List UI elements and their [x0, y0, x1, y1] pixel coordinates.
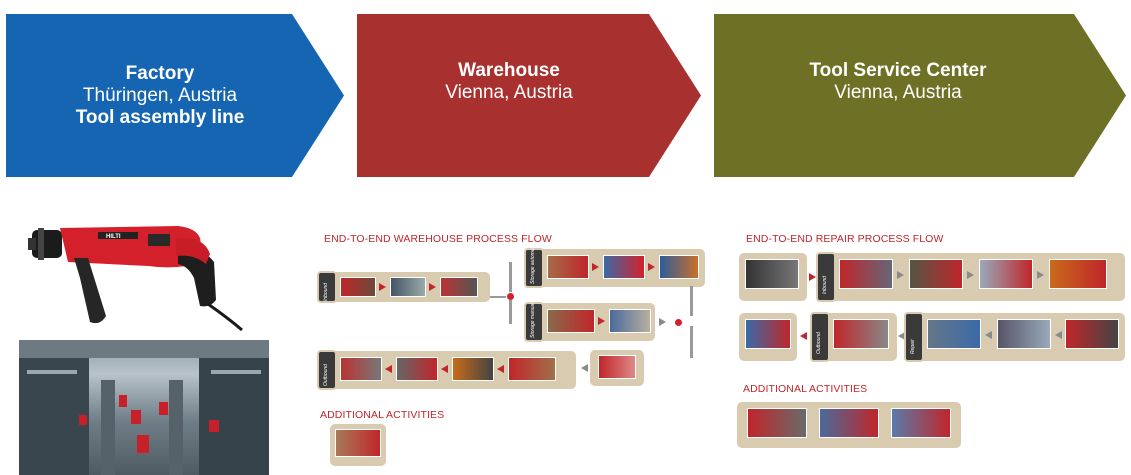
- lane-label: Outbound: [816, 332, 822, 354]
- repair-additional-title: ADDITIONAL ACTIVITIES: [743, 383, 868, 395]
- warehouse-additional-title: ADDITIONAL ACTIVITIES: [320, 409, 445, 421]
- step-thumb: [997, 319, 1051, 349]
- service-location: Vienna, Austria: [834, 82, 962, 103]
- step-thumb: [745, 319, 791, 349]
- step-thumb: [909, 259, 963, 289]
- service-title: Tool Service Center: [809, 60, 987, 81]
- warehouse-title: Warehouse: [458, 60, 560, 81]
- repair-inbound-panel: Inbound: [816, 252, 1125, 302]
- lane-label: Repair: [910, 339, 916, 354]
- step-thumb: [390, 277, 426, 297]
- step-thumb: [659, 255, 699, 279]
- step-thumb: [340, 357, 382, 381]
- step-thumb: [603, 255, 645, 279]
- step-thumb: [547, 309, 595, 333]
- repair-panel: Repair: [904, 312, 1125, 362]
- step-thumb: [819, 408, 879, 438]
- warehouse-location: Vienna, Austria: [445, 82, 573, 103]
- factory-title: Factory: [125, 62, 195, 84]
- warehouse-additional-panel: [330, 424, 386, 466]
- warehouse-manual-storage-panel: Storage manual: [524, 302, 655, 342]
- step-thumb: [745, 259, 799, 289]
- step-thumb: [396, 357, 438, 381]
- step-thumb: [598, 355, 636, 379]
- step-thumb: [340, 277, 376, 297]
- svg-text:HILTI: HILTI: [106, 234, 121, 240]
- step-thumb: [440, 277, 478, 297]
- lane-label: Inbound: [323, 282, 329, 301]
- lane-label: Inbound: [822, 275, 828, 294]
- warehouse-chevron: Warehouse Vienna, Austria: [357, 14, 701, 177]
- step-thumb: [833, 319, 889, 349]
- junction-dot: [674, 318, 683, 327]
- return-panel: [739, 313, 797, 361]
- step-thumb: [508, 357, 556, 381]
- order-creation-panel: [590, 350, 644, 386]
- step-thumb: [452, 357, 494, 381]
- step-thumb: [839, 259, 893, 289]
- warehouse-flow-title: END-TO-END WAREHOUSE PROCESS FLOW: [324, 233, 552, 245]
- service-chevron: Tool Service Center Vienna, Austria: [714, 14, 1126, 177]
- warehouse-auto-storage-panel: Storage automatic: [524, 243, 705, 288]
- step-thumb: [1049, 259, 1107, 289]
- factory-chevron: Factory Thüringen, Austria Tool assembly…: [6, 14, 344, 177]
- repair-outbound-panel: Outbound: [810, 312, 897, 362]
- factory-line: Tool assembly line: [75, 106, 245, 128]
- repair-flow-title: END-TO-END REPAIR PROCESS FLOW: [746, 233, 944, 245]
- step-thumb: [927, 319, 981, 349]
- step-thumb: [609, 309, 651, 333]
- warehouse-inbound-panel: Inbound: [317, 271, 490, 303]
- customer-contact-panel: [739, 253, 807, 301]
- factory-photo: [19, 340, 269, 475]
- drill-image: HILTI: [28, 226, 243, 332]
- lane-label: Storage automatic: [530, 243, 536, 284]
- factory-location: Thüringen, Austria: [82, 84, 238, 106]
- step-thumb: [979, 259, 1033, 289]
- warehouse-outbound-panel: Outbound: [317, 350, 576, 390]
- step-thumb: [335, 429, 381, 457]
- lane-label: Outbound: [323, 364, 329, 386]
- step-thumb: [747, 408, 807, 438]
- lane-label: Storage manual: [530, 302, 536, 338]
- step-thumb: [1065, 319, 1119, 349]
- step-thumb: [547, 255, 589, 279]
- step-thumb: [891, 408, 951, 438]
- repair-additional-panel: [737, 402, 961, 448]
